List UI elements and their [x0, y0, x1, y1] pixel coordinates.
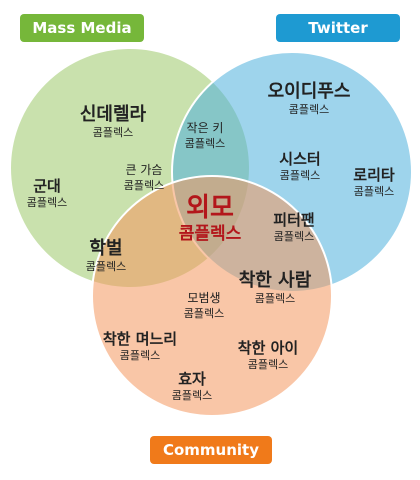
community-badge: Community: [150, 436, 272, 464]
community-circle: [91, 175, 333, 417]
twitter-badge: Twitter: [276, 14, 400, 42]
mass-media-badge: Mass Media: [20, 14, 144, 42]
